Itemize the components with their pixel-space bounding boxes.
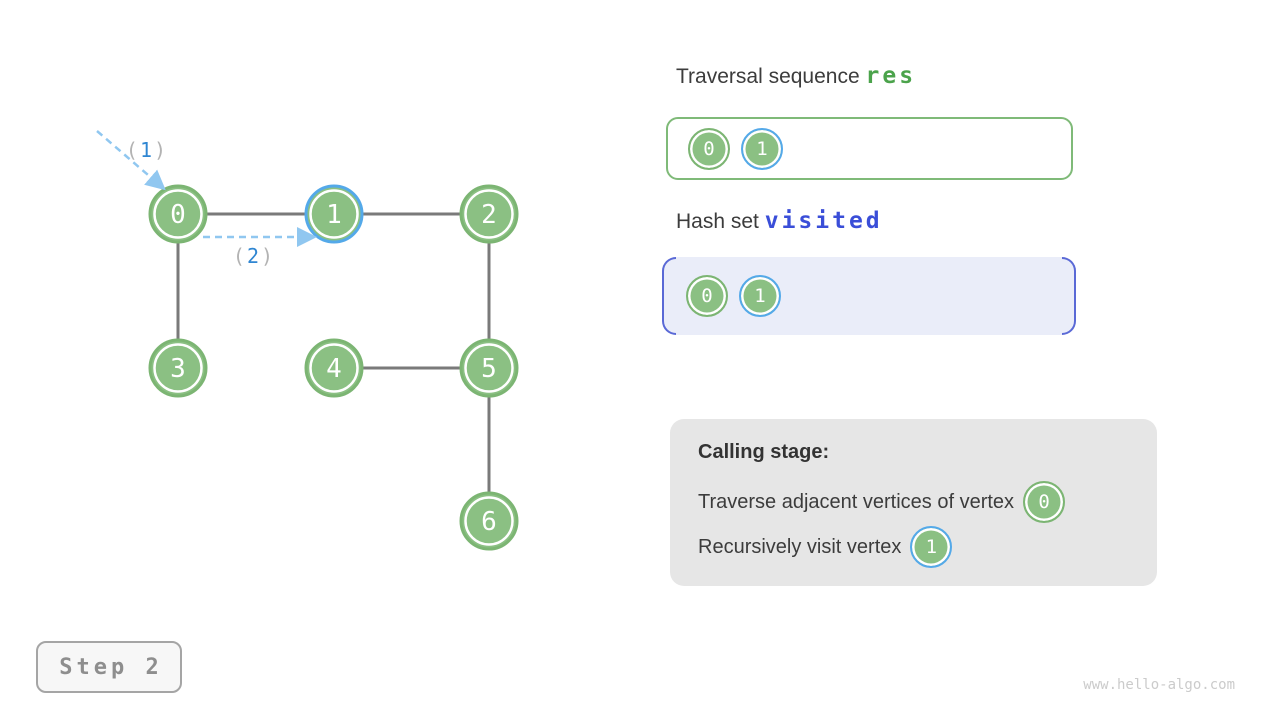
node-chip-1: 1 bbox=[910, 526, 953, 568]
node-chip-0: 0 bbox=[1023, 481, 1066, 523]
calling-line-text: Traverse adjacent vertices of vertex bbox=[698, 490, 1015, 513]
traversal-arrow-1 bbox=[96, 130, 166, 191]
arrow-step-label-1: (1) bbox=[126, 138, 168, 162]
visited-title-text: Hash set bbox=[676, 210, 759, 233]
calling-line-text: Recursively visit vertex bbox=[698, 535, 902, 558]
graph-svg: 0 1 2 3 4 5 6 (1) (2) bbox=[96, 130, 519, 551]
graph-node-4: 4 bbox=[304, 338, 364, 398]
left-bracket-icon bbox=[662, 257, 676, 335]
visited-panel-title: Hash set visited bbox=[676, 208, 883, 234]
res-code-label: res bbox=[865, 63, 917, 89]
graph-node-label: 2 bbox=[481, 200, 497, 230]
visited-code-label: visited bbox=[764, 208, 883, 234]
node-chip-0: 0 bbox=[686, 275, 728, 317]
calling-stage-panel: Calling stage: Traverse adjacent vertice… bbox=[670, 419, 1157, 586]
graph-node-label: 0 bbox=[170, 200, 186, 230]
graph-node-label: 5 bbox=[481, 354, 497, 384]
node-chip-0: 0 bbox=[688, 127, 730, 170]
res-title-text: Traversal sequence bbox=[676, 65, 860, 88]
calling-stage-title: Calling stage: bbox=[698, 441, 830, 463]
graph-node-0: 0 bbox=[148, 184, 208, 244]
node-chip-1: 1 bbox=[739, 275, 781, 317]
graph-node-3: 3 bbox=[148, 338, 208, 398]
calling-line-2: Recursively visit vertex 1 bbox=[698, 525, 1157, 569]
graph-node-label: 6 bbox=[481, 507, 497, 537]
graph-node-2: 2 bbox=[459, 184, 519, 244]
graph-node-5: 5 bbox=[459, 338, 519, 398]
graph-node-label: 1 bbox=[326, 200, 342, 230]
right-bracket-icon bbox=[1062, 257, 1076, 335]
graph-node-label: 4 bbox=[326, 354, 342, 384]
res-panel-title: Traversal sequence res bbox=[676, 63, 916, 89]
node-chip-1: 1 bbox=[741, 127, 783, 170]
graph-node-1: 1 bbox=[304, 184, 364, 244]
graph-node-label: 3 bbox=[170, 354, 186, 384]
arrow-step-label-2: (2) bbox=[233, 244, 275, 268]
graph-node-6: 6 bbox=[459, 491, 519, 551]
calling-line-1: Traverse adjacent vertices of vertex 0 bbox=[698, 480, 1157, 524]
step-badge: Step 2 bbox=[36, 641, 182, 693]
watermark: www.hello-algo.com bbox=[1083, 677, 1235, 693]
